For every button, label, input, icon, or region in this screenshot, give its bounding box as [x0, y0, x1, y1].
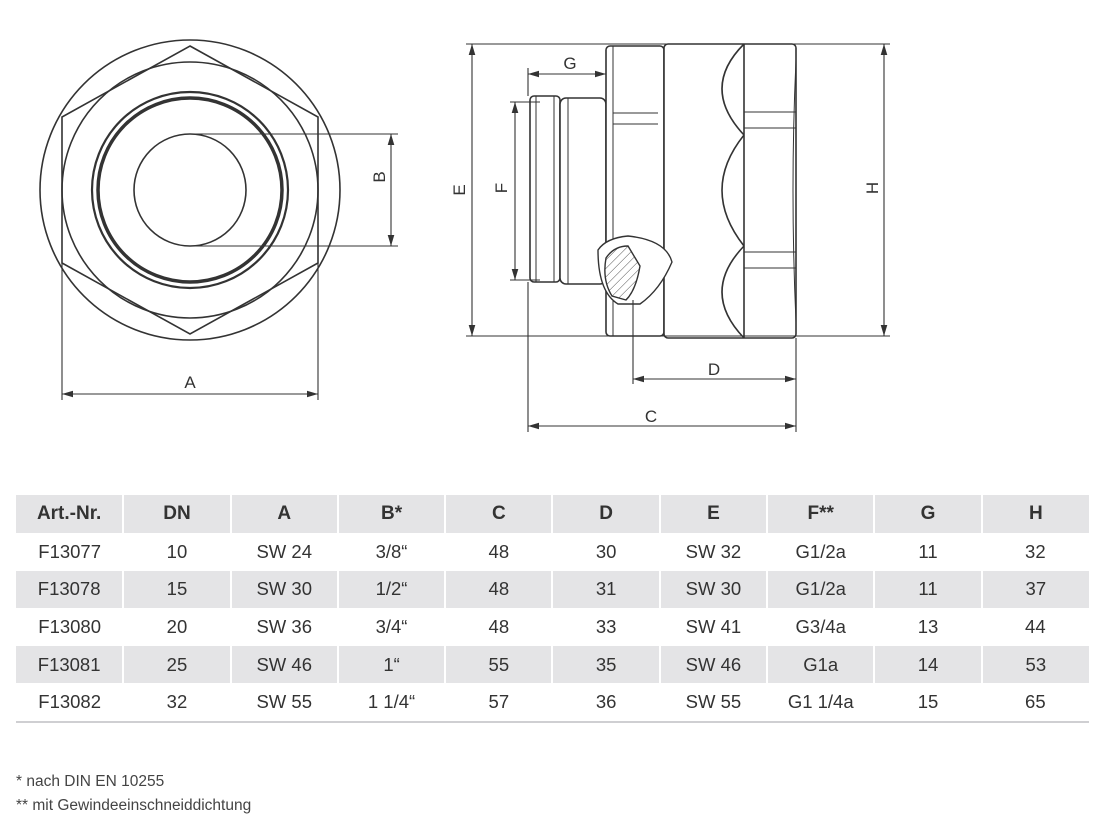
table-cell: SW 55 [659, 683, 768, 723]
table-cell: G1a [766, 645, 875, 684]
table-cell: 10 [166, 540, 188, 562]
table-cell: 11 [873, 570, 982, 609]
front-dimension-a [61, 263, 319, 400]
table-cell: SW 30 [229, 570, 338, 609]
table-cell: 55 [444, 645, 553, 684]
table-cell: 3/4“ [375, 615, 408, 637]
hexagon-nut [61, 45, 319, 335]
front-view [39, 39, 341, 341]
dim-label-c: C [645, 407, 657, 426]
dim-label-h: H [863, 182, 882, 194]
table-cell: 31 [551, 570, 660, 609]
table-cell: 37 [980, 570, 1089, 609]
table-cell: 33 [595, 615, 617, 637]
table-cell: SW 30 [658, 570, 768, 609]
table-cell: 32 [1025, 540, 1046, 562]
footnote-din: * nach DIN EN 10255 [16, 773, 165, 790]
dim-label-d: D [708, 360, 720, 379]
dim-label-g: G [563, 54, 576, 73]
table-cell: 15 [874, 683, 982, 723]
table-cell: G1/2a [795, 540, 846, 562]
bore-circle [133, 133, 247, 247]
side-view [529, 43, 797, 339]
table-cell: 53 [980, 645, 1089, 684]
front-dimension-b [190, 133, 398, 247]
table-cell: 57 [445, 683, 553, 723]
table-cell: G1 1/4a [767, 683, 875, 723]
header-e: E [658, 495, 768, 533]
table-cell: SW 46 [229, 645, 338, 684]
table-cell: SW 32 [685, 540, 742, 562]
table-cell: 32 [123, 683, 231, 723]
seal-ring-outer [90, 90, 290, 290]
table-cell: 14 [873, 645, 982, 684]
table-cell: 1/2“ [336, 570, 446, 609]
table-cell: F13082 [16, 683, 124, 723]
table-row: F13081 25 SW 46 1“ 55 35 SW 46 G1a 14 53 [16, 645, 1089, 684]
table-cell: F13080 [38, 615, 102, 637]
table-cell: F13078 [16, 570, 124, 609]
header-c: C [444, 495, 553, 533]
header-g: G [873, 495, 982, 533]
specification-table: Art.-Nr. DN A B* C D E F** G H F13077 10… [16, 495, 1089, 723]
table-cell: SW 36 [256, 615, 312, 637]
table-cell: 13 [917, 615, 939, 637]
header-b: B* [336, 495, 446, 533]
header-a: A [229, 495, 338, 533]
seal-ring-inner [96, 96, 284, 284]
table-cell: 48 [444, 570, 553, 609]
table-header-row: Art.-Nr. DN A B* C D E F** G H [16, 495, 1089, 533]
table-cell: F13077 [38, 540, 102, 562]
header-d: D [551, 495, 660, 533]
table-cell: SW 55 [230, 683, 338, 723]
header-dn: DN [122, 495, 231, 533]
table-cell: 1 1/4“ [337, 683, 446, 723]
table-cell: 65 [981, 683, 1089, 723]
table-cell: SW 24 [256, 540, 312, 562]
dim-label-e: E [450, 184, 469, 195]
header-h: H [980, 495, 1089, 533]
table-row: F13080 20 SW 36 3/4“ 48 33 SW 41 G3/4a 1… [16, 608, 1089, 646]
table-cell: 48 [488, 615, 510, 637]
table-row: F13082 32 SW 55 1 1/4“ 57 36 SW 55 G1 1/… [16, 683, 1089, 723]
table-cell: 30 [595, 540, 617, 562]
inner-circle [61, 61, 319, 319]
table-cell: 20 [166, 615, 188, 637]
technical-drawing: B A [39, 39, 890, 432]
dim-label-a: A [184, 373, 196, 392]
thread-nipple [529, 95, 561, 283]
dim-label-b: B [370, 171, 389, 182]
table-cell: 1“ [336, 645, 446, 684]
table-cell: SW 41 [685, 615, 742, 637]
header-art-nr: Art.-Nr. [16, 495, 124, 533]
table-cell: 3/8“ [375, 540, 408, 562]
table-row: F13077 10 SW 24 3/8“ 48 30 SW 32 G1/2a 1… [16, 533, 1089, 571]
table-cell: 36 [552, 683, 660, 723]
table-cell: SW 46 [658, 645, 768, 684]
table-row: F13078 15 SW 30 1/2“ 48 31 SW 30 G1/2a 1… [16, 570, 1089, 609]
table-cell: G3/4a [795, 615, 846, 637]
table-cell: 11 [918, 540, 938, 562]
table-cell: 15 [122, 570, 231, 609]
table-cell: F13081 [16, 645, 124, 684]
table-cell: 25 [122, 645, 231, 684]
table-cell: 35 [551, 645, 660, 684]
dim-label-f: F [492, 183, 511, 193]
hex-body [663, 43, 797, 339]
section-cutout [597, 235, 673, 305]
side-dimension-lines [466, 43, 890, 432]
footnote-thread-seal: ** mit Gewindeeinschneiddichtung [16, 797, 252, 814]
table-cell: G1/2a [766, 570, 875, 609]
table-cell: 48 [488, 540, 510, 562]
header-f: F** [766, 495, 875, 533]
table-cell: 44 [1025, 615, 1046, 637]
outer-circle [39, 39, 341, 341]
